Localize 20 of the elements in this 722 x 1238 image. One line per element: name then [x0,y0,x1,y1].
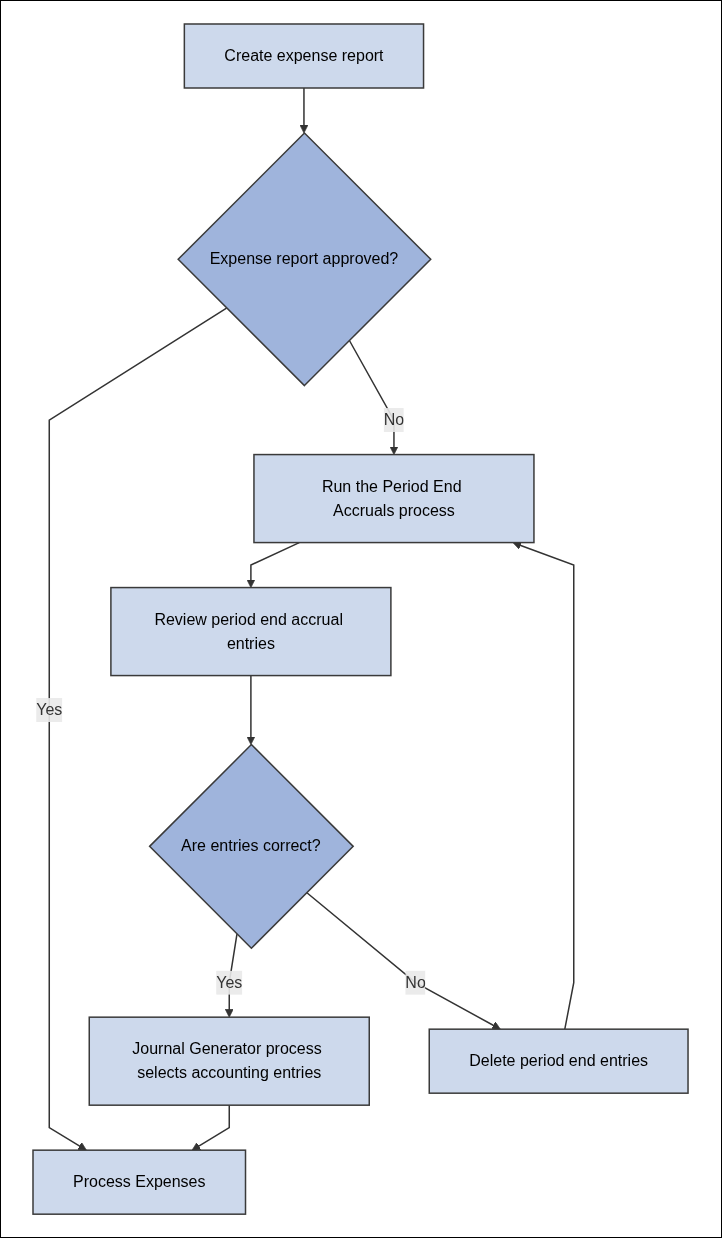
node-box: Delete period end entries [429,1028,690,1094]
arrow [247,541,301,588]
node-box: Journal Generator process selects accounting entries [89,1016,371,1106]
node-diamond: Are entries correct? [149,743,355,950]
arrow [349,339,399,455]
arrow [300,87,309,134]
node-box: Review period end accrual entries [110,586,393,677]
arrow [49,307,228,1151]
arrow [247,674,256,745]
arrow [192,1104,231,1151]
edge-label: No [384,410,405,428]
edge-label: Yes [216,973,243,991]
arrow [306,891,502,1030]
node-box: Create expense report [184,23,425,89]
node-box: Process Expenses [32,1149,247,1215]
arrow [513,541,575,1030]
edge-label: No [405,973,427,991]
node-box: Run the Period End Accruals process [253,453,536,544]
edge-label: Yes [36,700,63,718]
node-diamond: Expense report approved? [177,131,433,387]
